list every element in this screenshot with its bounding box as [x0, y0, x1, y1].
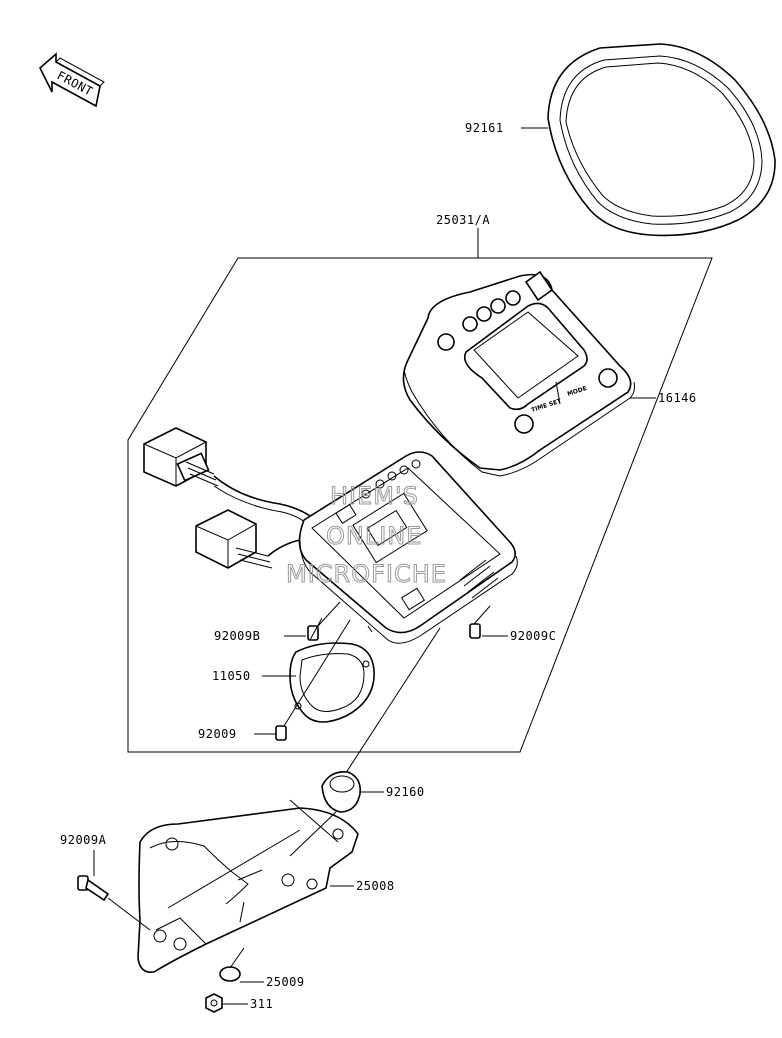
- part-number-16146: 16146: [658, 391, 697, 405]
- screw-92009: [275, 725, 287, 741]
- nut-311: [205, 993, 223, 1013]
- part-number-25031A: 25031/A: [436, 213, 490, 227]
- bolt-92009A: [77, 875, 110, 902]
- part-number-92009C: 92009C: [510, 629, 556, 643]
- screw-92009B: [307, 617, 323, 641]
- part-number-11050: 11050: [212, 669, 251, 683]
- part-number-92160: 92160: [386, 785, 425, 799]
- assembly-outline: [127, 257, 713, 753]
- part-number-92161: 92161: [465, 121, 504, 135]
- bracket-25008: [137, 807, 359, 974]
- meter-body: [298, 451, 518, 644]
- part-number-92009B: 92009B: [214, 629, 260, 643]
- watermark-line-1: HIEM'S: [330, 482, 419, 510]
- part-number-92009A: 92009A: [60, 833, 107, 847]
- part-number-311: 311: [250, 997, 273, 1011]
- wire-harness: [143, 427, 317, 569]
- watermark-line-3: MICROFICHE: [286, 560, 447, 588]
- meter-cover-16146: TIME SET MODE: [402, 270, 635, 477]
- watermark-line-2: ONLINE: [326, 522, 422, 550]
- front-arrow-icon: FRONT: [39, 52, 105, 108]
- screw-92009C: [469, 605, 491, 639]
- grommet-92160: [321, 770, 362, 813]
- watermark: HIEM'S ONLINE MICROFICHE: [286, 482, 447, 589]
- washer-25009: [219, 966, 241, 982]
- part-number-92009: 92009: [198, 727, 237, 741]
- bracket-plate-11050: [289, 642, 375, 723]
- gasket-frame-92161: [547, 43, 776, 237]
- part-number-25008: 25008: [356, 879, 395, 893]
- part-number-25009: 25009: [266, 975, 305, 989]
